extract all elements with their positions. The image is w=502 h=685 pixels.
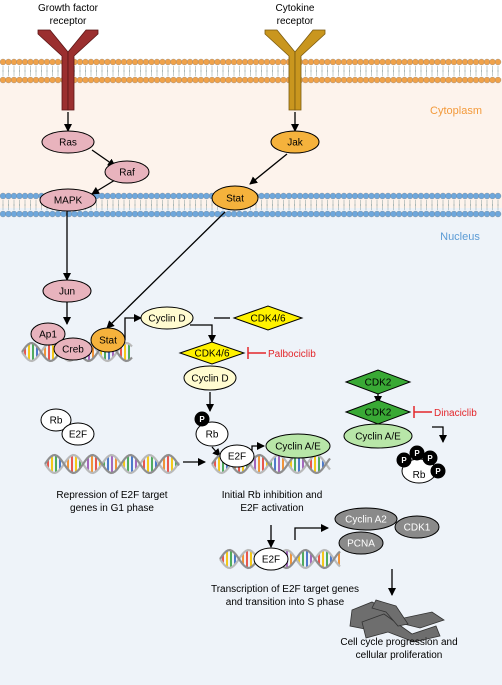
nucleus-label: Nucleus bbox=[440, 231, 480, 243]
arrow-rb-e2f bbox=[211, 446, 221, 457]
raf-label: Raf bbox=[119, 168, 135, 179]
rb-p-label: Rb bbox=[206, 430, 219, 441]
mapk-node bbox=[39, 188, 97, 212]
repression-caption-1: Repression of E2F target bbox=[56, 490, 167, 501]
creb-node bbox=[53, 337, 93, 361]
ras-node bbox=[41, 130, 95, 154]
cdk46-complex-node bbox=[178, 341, 246, 365]
cytoplasm-label: Cytoplasm bbox=[430, 105, 482, 117]
arrow-ras-raf bbox=[91, 149, 116, 167]
transcription-caption-1: Transcription of E2F target genes bbox=[211, 584, 359, 595]
cdk46-label: CDK4/6 bbox=[250, 314, 285, 325]
e2f-left-label: E2F bbox=[69, 430, 87, 441]
jun-label: Jun bbox=[59, 287, 75, 298]
ras-label: Ras bbox=[59, 138, 77, 149]
stat-node bbox=[211, 185, 259, 211]
initial-caption-2: E2F activation bbox=[240, 503, 303, 514]
cyclin-ae-complex-label: Cyclin A/E bbox=[355, 432, 401, 443]
progression-caption-1: Cell cycle progression and bbox=[340, 637, 457, 648]
cyclin-a2-label: Cyclin A2 bbox=[345, 515, 387, 526]
jak-label: Jak bbox=[287, 138, 304, 149]
repression-caption-2: genes in G1 phase bbox=[70, 503, 154, 514]
rb-pp-label: Rb bbox=[413, 470, 426, 481]
dinaciclib-label: Dinaciclib bbox=[434, 408, 477, 419]
cyclin-ae-mid-node bbox=[265, 433, 331, 459]
inhibitions bbox=[247, 347, 432, 418]
growth-factor-receptor bbox=[37, 29, 99, 111]
arrow-stat-nucleus bbox=[106, 211, 226, 329]
arrow-raf-mapk bbox=[91, 179, 116, 195]
pathway-arrows bbox=[63, 112, 447, 596]
arrow-jak-stat bbox=[249, 153, 288, 185]
e2f-bottom-label: E2F bbox=[262, 555, 280, 566]
phospho-label-4: P bbox=[435, 467, 441, 476]
stat-tf-label: Stat bbox=[99, 336, 117, 347]
cdk2-node bbox=[344, 369, 412, 395]
arrow-dna-cyclind bbox=[124, 314, 142, 340]
plasma-membrane bbox=[0, 58, 502, 84]
transcription-caption-2: and transition into S phase bbox=[226, 597, 345, 608]
cdk1-label: CDK1 bbox=[404, 523, 431, 534]
phospho-rb-mid bbox=[194, 411, 210, 427]
palbociclib-label: Palbociclib bbox=[268, 349, 316, 360]
raf-node bbox=[104, 160, 150, 184]
ap1-label: Ap1 bbox=[39, 330, 57, 341]
cytokine-receptor bbox=[264, 29, 326, 111]
growth-receptor-label-1: Growth factor bbox=[38, 3, 99, 14]
phospho-rb-3 bbox=[422, 450, 438, 466]
cyclin-ae-complex-node bbox=[343, 423, 413, 449]
e2f-mid-label: E2F bbox=[228, 452, 246, 463]
initial-caption-1: Initial Rb inhibition and bbox=[222, 490, 323, 501]
cdk46-node bbox=[232, 305, 304, 331]
pcna-label: PCNA bbox=[347, 539, 375, 550]
rb-left-label: Rb bbox=[50, 416, 63, 427]
progression-caption-2: cellular proliferation bbox=[356, 650, 443, 661]
creb-label: Creb bbox=[62, 345, 84, 356]
e2f-left-node bbox=[61, 422, 95, 446]
phospho-label-mid: P bbox=[199, 415, 205, 424]
arrow-complex-rbpp bbox=[432, 426, 447, 443]
cyclin-a2-node bbox=[334, 507, 398, 531]
cyclin-ae-mid-label: Cyclin A/E bbox=[275, 442, 321, 453]
phospho-rb-1 bbox=[396, 452, 412, 468]
phospho-label-3: P bbox=[427, 454, 433, 463]
mapk-label: MAPK bbox=[54, 196, 83, 207]
cyclin-d-complex-node bbox=[183, 365, 237, 391]
cdk2-complex-label: CDK2 bbox=[365, 408, 392, 419]
jak-node bbox=[270, 130, 320, 154]
ap1-node bbox=[30, 322, 66, 346]
cdk1-node bbox=[394, 515, 440, 539]
phospho-rb-2 bbox=[409, 445, 425, 461]
e2f-mid-node bbox=[219, 444, 255, 468]
phospho-label-2: P bbox=[414, 449, 420, 458]
cyclin-d-label: Cyclin D bbox=[148, 314, 185, 325]
cyclin-d-complex-label: Cyclin D bbox=[191, 374, 228, 385]
stat-tf-node bbox=[90, 327, 126, 353]
rb-left-node bbox=[40, 408, 72, 432]
jun-node bbox=[42, 279, 92, 303]
growth-receptor-label-2: receptor bbox=[50, 16, 87, 27]
chromosomes-icon bbox=[349, 599, 445, 643]
arrow-cyclind-complex bbox=[190, 324, 216, 343]
rb-p-node bbox=[195, 421, 229, 447]
arrow-transcription-targets bbox=[294, 524, 329, 540]
cdk2-label: CDK2 bbox=[365, 378, 392, 389]
cdk2-complex-node bbox=[344, 399, 412, 425]
cytokine-receptor-label-1: Cytokine bbox=[276, 3, 315, 14]
phospho-rb-4 bbox=[430, 463, 446, 479]
stat-label: Stat bbox=[226, 194, 244, 205]
e2f-bottom-node bbox=[253, 547, 289, 571]
cytokine-receptor-label-2: receptor bbox=[277, 16, 314, 27]
cdk46-complex-label: CDK4/6 bbox=[194, 349, 229, 360]
cyclin-d-node bbox=[140, 306, 194, 330]
pcna-node bbox=[338, 531, 384, 555]
phospho-label-1: P bbox=[401, 456, 407, 465]
